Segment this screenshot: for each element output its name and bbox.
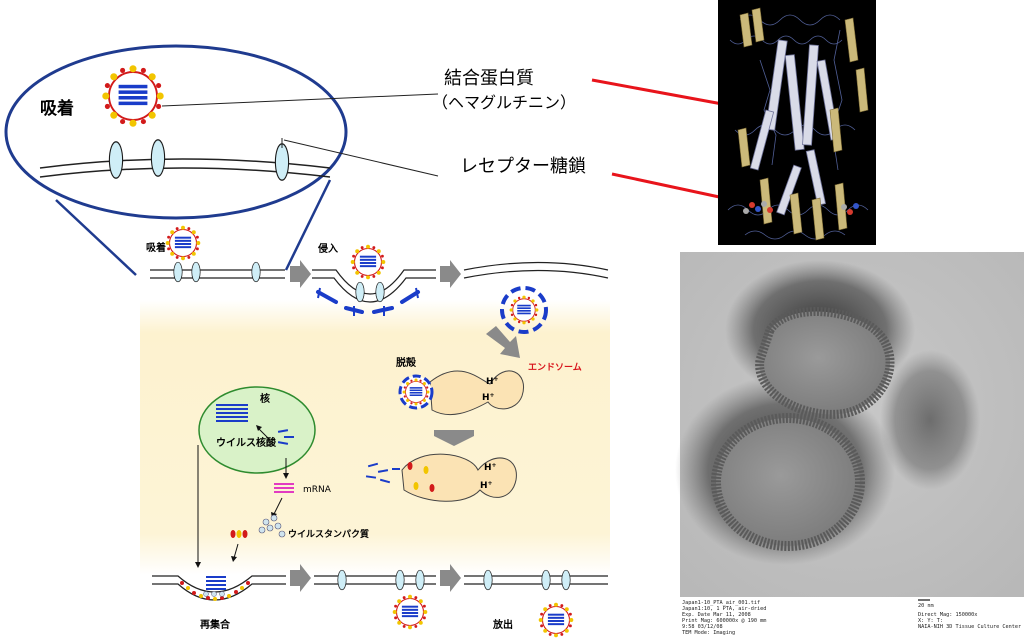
endosome-vesicle	[500, 286, 548, 334]
reassembly-label: 再集合	[200, 618, 231, 631]
arrow-right-1	[290, 260, 311, 288]
em-info-line-1: Japan1-10_PTA_air_001.tif	[682, 600, 760, 606]
nucleus-label: 核	[260, 392, 270, 405]
step-budding	[314, 569, 436, 630]
step-entry-label: 侵入	[317, 242, 338, 255]
hemagglutinin-neuraminidase-pair	[230, 530, 248, 538]
release-label: 放出	[492, 618, 513, 631]
uncoating-stage: H+ H+	[398, 370, 524, 415]
electron-micrograph	[675, 252, 1024, 638]
membrane-segment-3-outer	[463, 261, 609, 271]
membrane-segment-3-inner	[463, 269, 609, 279]
mrna-label: mRNA	[303, 485, 332, 495]
endosome-label: エンドソーム	[528, 362, 582, 373]
step-adsorption	[150, 225, 285, 283]
center-name: NAIA-NIH 3D Tissue Culture Center	[918, 624, 1021, 630]
hemagglutinin-structure-image	[718, 0, 876, 245]
uncoating-label: 脱殻	[396, 356, 417, 369]
viral-nucleic-acid-label: ウイルス核酸	[216, 436, 277, 449]
arrow-right-3	[290, 564, 311, 592]
em-info-line-4: Print Mag: 600000x @ 190 mm	[682, 618, 766, 624]
em-info-line-5: 9:58 03/12/08	[682, 624, 723, 630]
zoom-ellipse	[4, 44, 439, 276]
direct-mag: Direct Mag: 150000x	[918, 612, 977, 618]
step-reassembly	[152, 575, 286, 601]
em-info-line-3: Exp. Date Mar 11, 2008	[682, 612, 751, 618]
h-plus-4: H+	[480, 480, 493, 492]
micrograph-info: Japan1-10_PTA_air_001.tif Japan1:10, 1 P…	[682, 599, 1021, 636]
xyz-readout: X: Y: T:	[918, 618, 943, 624]
scale-label: 20 nm	[918, 603, 934, 609]
rna-release-stage: H+ H+	[365, 453, 517, 502]
arrow-right-4	[440, 564, 461, 592]
mrna-strands	[274, 483, 294, 493]
step-entry	[312, 244, 436, 316]
step-release	[464, 569, 608, 638]
em-info-line-2: Japan1:10, 1 PTA, air-dried	[682, 606, 766, 612]
zoom-adsorption-label: 吸着	[40, 98, 74, 119]
viral-protein-label: ウイルスタンパク質	[288, 528, 369, 540]
arrow-right-2	[440, 260, 461, 288]
em-info-line-6: TEM Mode: Imaging	[682, 630, 735, 636]
receptor-sugar-label: レセプター糖鎖	[460, 156, 586, 177]
hemagglutinin-label: （ヘマグルチニン）	[432, 93, 576, 112]
viral-protein-cluster	[258, 514, 286, 538]
arrow-down	[434, 430, 474, 446]
binding-protein-label: 結合蛋白質	[444, 68, 534, 89]
h-plus-3: H+	[484, 462, 497, 474]
h-plus-2: H+	[482, 392, 495, 404]
h-plus-1: H+	[486, 376, 499, 388]
step-adsorption-label: 吸着	[146, 241, 166, 254]
nucleus	[198, 386, 316, 474]
arrow-diagonal	[486, 326, 520, 358]
